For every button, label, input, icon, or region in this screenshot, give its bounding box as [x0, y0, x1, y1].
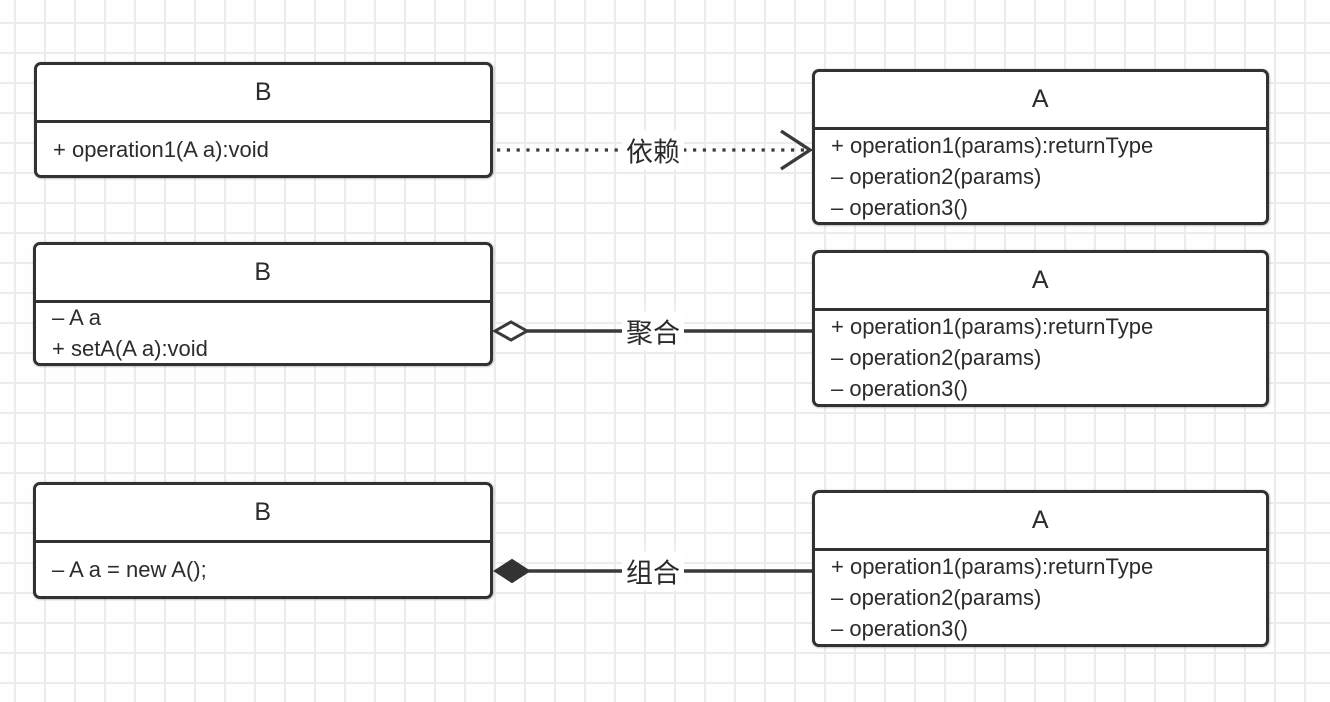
class-members: + operation1(params):returnType – operat…: [815, 130, 1266, 222]
class-box-b-dependency[interactable]: B + operation1(A a):void: [34, 62, 493, 178]
class-member: + operation1(A a):void: [53, 136, 269, 162]
class-member: – A a: [52, 305, 101, 330]
class-box-b-aggregation[interactable]: B – A a + setA(A a):void: [33, 242, 493, 366]
class-name: B: [37, 65, 490, 123]
class-member: – A a = new A();: [52, 557, 207, 582]
class-member: + operation1(params):returnType: [831, 132, 1154, 158]
relation-label-composition: 组合: [622, 551, 684, 591]
class-members: + operation1(params):returnType – operat…: [815, 551, 1266, 644]
class-box-b-composition[interactable]: B – A a = new A();: [33, 482, 493, 599]
class-member: + setA(A a):void: [52, 336, 208, 361]
aggregation-hollow-diamond-icon: [491, 320, 531, 342]
class-member: – operation2(params): [831, 585, 1042, 610]
class-members: – A a + setA(A a):void: [36, 303, 490, 363]
relation-label-dependency: 依赖: [622, 130, 684, 170]
class-member: – operation2(params): [831, 163, 1042, 189]
class-name: A: [815, 493, 1266, 551]
dependency-arrowhead-icon: [780, 129, 814, 171]
dependency-connector[interactable]: [497, 129, 814, 171]
composition-filled-diamond-icon: [493, 558, 531, 584]
class-members: – A a = new A();: [36, 543, 490, 596]
class-member: – operation3(): [831, 376, 968, 401]
class-member: + operation1(params):returnType: [831, 554, 1154, 579]
class-name: A: [815, 72, 1266, 130]
class-name: B: [36, 485, 490, 543]
relation-label-aggregation: 聚合: [622, 311, 684, 351]
class-members: + operation1(params):returnType – operat…: [815, 311, 1266, 404]
class-members: + operation1(A a):void: [37, 123, 490, 175]
class-member: + operation1(params):returnType: [831, 314, 1154, 339]
class-name: A: [815, 253, 1266, 311]
class-member: – operation2(params): [831, 345, 1042, 370]
class-member: – operation3(): [831, 194, 968, 220]
class-box-a-composition[interactable]: A + operation1(params):returnType – oper…: [812, 490, 1269, 647]
class-member: – operation3(): [831, 616, 968, 641]
class-box-a-aggregation[interactable]: A + operation1(params):returnType – oper…: [812, 250, 1269, 407]
class-box-a-dependency[interactable]: A + operation1(params):returnType – oper…: [812, 69, 1269, 225]
class-name: B: [36, 245, 490, 303]
